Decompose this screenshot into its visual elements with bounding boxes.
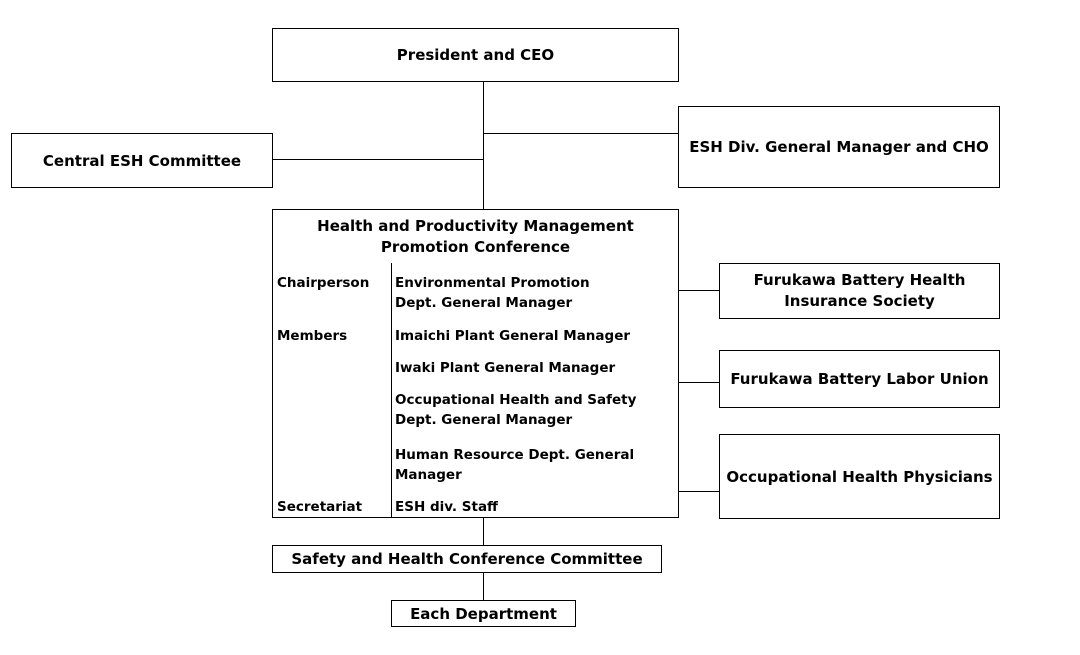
union-label: Furukawa Battery Labor Union — [730, 370, 989, 388]
conference-member: Imaichi Plant General Manager — [395, 326, 665, 346]
conference-role-label: Members — [277, 328, 348, 344]
connector-to-insurance — [678, 290, 720, 291]
central-committee-box: Central ESH Committee — [11, 133, 273, 188]
conference-member: Iwaki Plant General Manager — [395, 358, 665, 378]
insurance-box: Furukawa Battery Health Insurance Societ… — [719, 263, 1000, 319]
connector-safety-to-department — [483, 572, 484, 601]
connector-conference-to-safety — [483, 517, 484, 546]
member-line: Occupational Health and Safety — [395, 392, 637, 408]
connector-to-central-committee — [272, 159, 484, 160]
connector-to-physicians — [678, 491, 720, 492]
conference-member: Occupational Health and Safety Dept. Gen… — [395, 390, 665, 430]
conference-member: Human Resource Dept. General Manager — [395, 445, 665, 485]
department-box: Each Department — [391, 600, 576, 627]
member-line: Dept. General Manager — [395, 412, 573, 428]
conference-title-line2: Promotion Conference — [380, 237, 571, 256]
esh-manager-box: ESH Div. General Manager and CHO — [678, 106, 1000, 188]
member-line: Dept. General Manager — [395, 295, 573, 311]
conference-header: Health and Productivity Management Promo… — [272, 209, 679, 264]
connector-to-esh-manager — [483, 133, 679, 134]
conference-body: Chairperson Environmental Promotion Dept… — [272, 263, 679, 518]
safety-committee-box: Safety and Health Conference Committee — [272, 545, 662, 573]
physicians-label: Occupational Health Physicians — [726, 467, 993, 486]
physicians-box: Occupational Health Physicians — [719, 434, 1000, 519]
conference-divider — [391, 263, 392, 517]
president-label: President and CEO — [396, 46, 555, 64]
insurance-line2: Insurance Society — [784, 292, 935, 310]
member-line: Imaichi Plant General Manager — [395, 328, 631, 344]
conference-title-line1: Health and Productivity Management — [317, 216, 634, 235]
safety-committee-label: Safety and Health Conference Committee — [291, 550, 643, 568]
member-line: Manager — [395, 467, 462, 483]
union-box: Furukawa Battery Labor Union — [719, 350, 1000, 408]
central-committee-label: Central ESH Committee — [42, 151, 242, 170]
conference-member: ESH div. Staff — [395, 497, 665, 517]
member-line: Environmental Promotion — [395, 275, 590, 291]
member-line: ESH div. Staff — [395, 499, 498, 515]
conference-member: Environmental Promotion Dept. General Ma… — [395, 273, 665, 313]
conference-role-label: Chairperson — [277, 275, 370, 291]
member-line: Human Resource Dept. General — [395, 447, 635, 463]
connector-president-to-conference — [483, 81, 484, 210]
member-line: Iwaki Plant General Manager — [395, 360, 616, 376]
insurance-line1: Furukawa Battery Health — [753, 271, 966, 289]
esh-manager-label: ESH Div. General Manager and CHO — [689, 138, 989, 156]
department-label: Each Department — [410, 604, 557, 623]
president-box: President and CEO — [272, 28, 679, 82]
conference-role-label: Secretariat — [277, 499, 363, 515]
connector-to-union — [678, 382, 720, 383]
